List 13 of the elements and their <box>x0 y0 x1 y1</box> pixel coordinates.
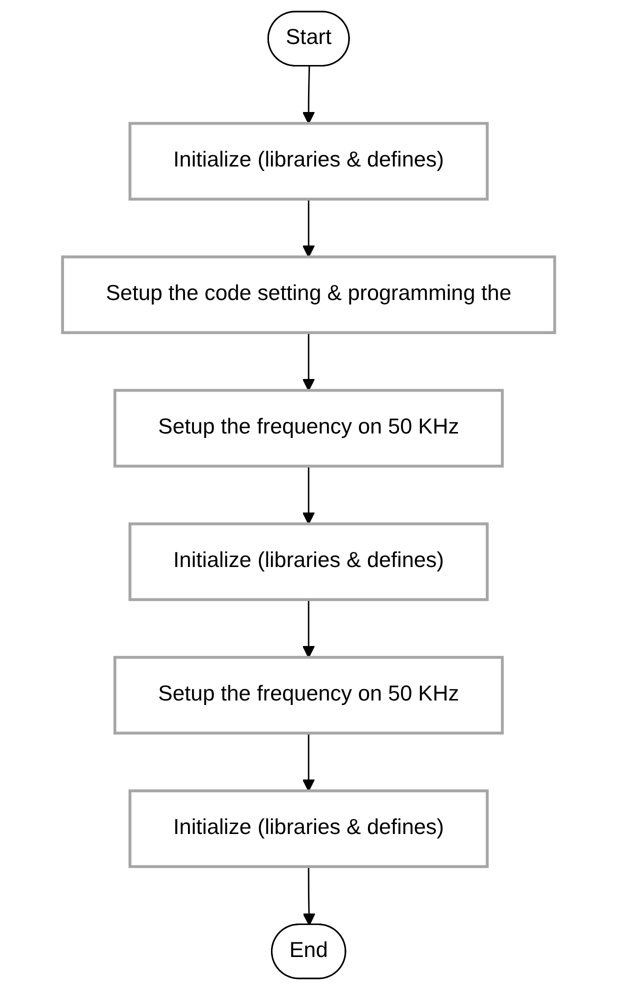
node-box: Setup the frequency on 50 KHz <box>113 388 504 468</box>
node-box: Setup the code setting & programming the <box>61 255 556 334</box>
arrow <box>302 600 315 658</box>
arrow <box>302 199 315 258</box>
node-box: Initialize (libraries & defines) <box>128 522 489 602</box>
arrow <box>302 733 315 792</box>
arrow <box>302 866 316 926</box>
arrow <box>302 332 315 391</box>
arrow <box>302 66 315 124</box>
node-box: Setup the frequency on 50 KHz <box>113 656 504 735</box>
node-box: Initialize (libraries & defines) <box>128 122 489 201</box>
arrow <box>302 466 315 524</box>
node-box: Initialize (libraries & defines) <box>128 789 489 868</box>
